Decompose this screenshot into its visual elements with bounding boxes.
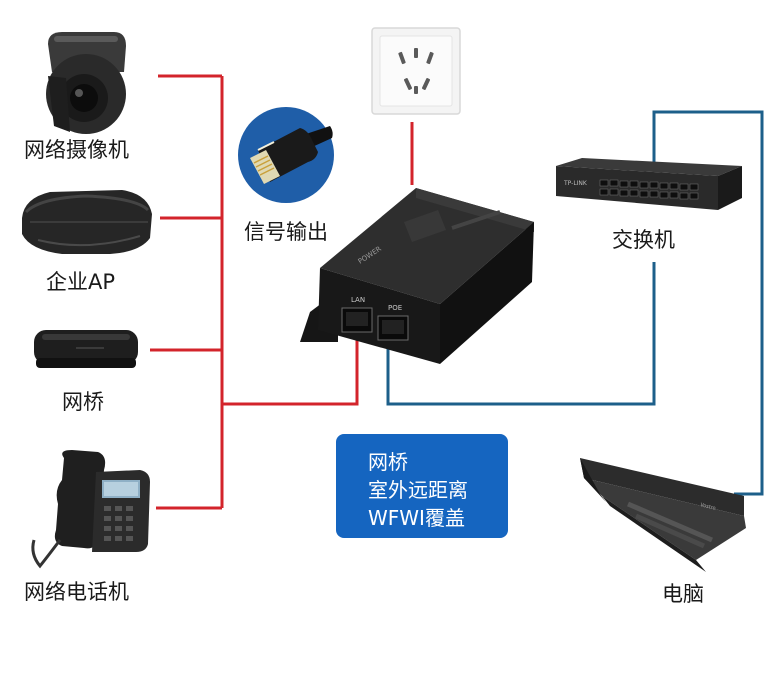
switch-label: 交换机: [612, 228, 675, 252]
port-poe-label: POE: [388, 304, 402, 312]
red-wiring: [150, 74, 414, 510]
laptop-icon: Vostro: [580, 458, 746, 572]
camera-label: 网络摄像机: [24, 138, 129, 162]
pc-label: 电脑: [662, 582, 704, 606]
poe-injector-icon: LAN POE POWER: [300, 188, 534, 364]
bridge-label: 网桥: [62, 390, 104, 414]
svg-text:Vostro: Vostro: [700, 502, 717, 512]
ap-label: 企业AP: [46, 270, 116, 294]
callout-line-2: 室外远距离: [368, 478, 468, 502]
svg-text:TP-LINK: TP-LINK: [563, 180, 588, 187]
blue-wiring: [386, 110, 764, 496]
network-camera-icon: [46, 32, 126, 134]
bridge-icon: [34, 330, 138, 368]
callout-line-3: WFWI覆盖: [368, 506, 465, 530]
bridge-callout-box: 网桥 室外远距离 WFWI覆盖: [336, 434, 508, 538]
signal-output-label: 信号输出: [244, 220, 328, 244]
rj45-connector-icon: [238, 107, 334, 203]
port-lan-label: LAN: [351, 296, 365, 304]
enterprise-ap-icon: [22, 190, 152, 254]
wall-socket-icon: [371, 27, 461, 115]
callout-line-1: 网桥: [368, 450, 408, 474]
phone-label: 网络电话机: [24, 580, 129, 604]
switch-icon: TP-LINK: [556, 158, 742, 210]
ip-phone-icon: [31, 450, 150, 569]
